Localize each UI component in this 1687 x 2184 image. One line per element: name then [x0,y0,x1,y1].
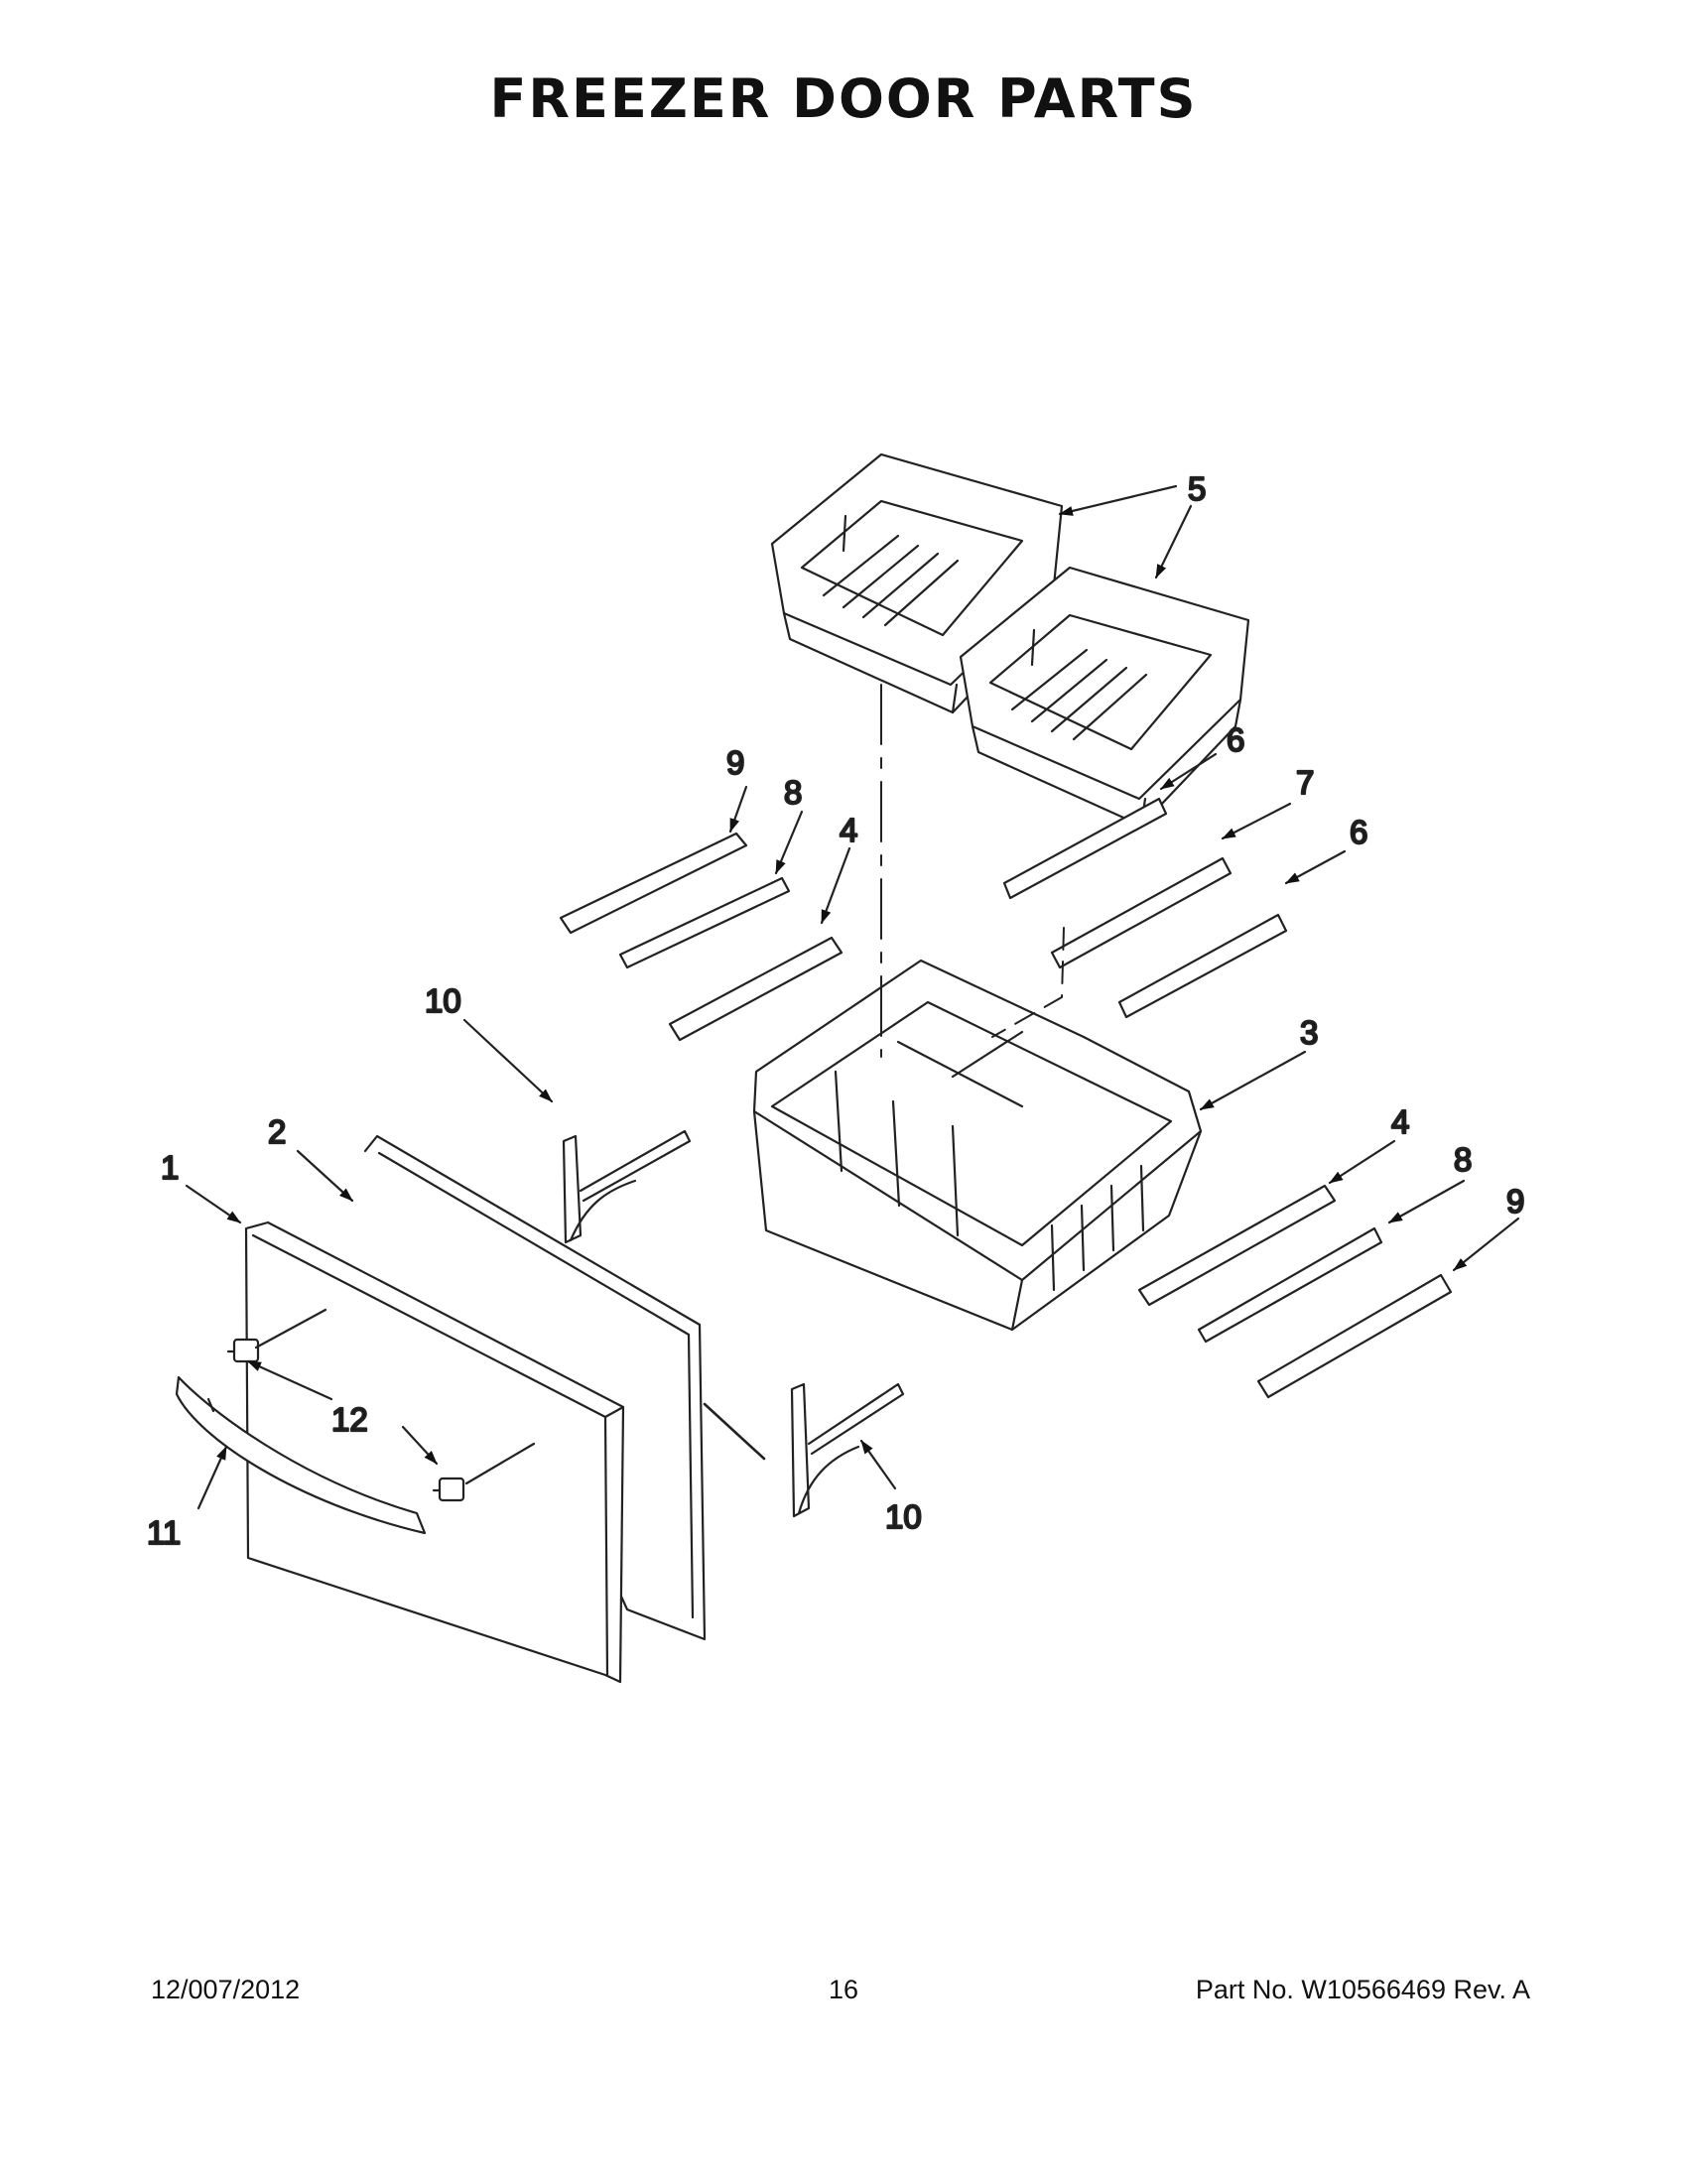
callout-leaders [185,484,1520,1510]
rail-6-lower-right [1117,913,1288,1019]
callout-4-right: 4 [1391,1103,1409,1140]
handle-screw-lower [432,1477,465,1502]
main-freezer-basket [752,959,1203,1332]
callout-4-left: 4 [840,812,857,848]
callout-12: 12 [331,1401,368,1438]
rail-7-right [1050,856,1233,969]
upper-basket-front [959,566,1250,828]
screw-lower-leader [464,1442,536,1485]
callout-1: 1 [161,1149,179,1186]
door-handle [175,1375,427,1535]
page-title: FREEZER DOOR PARTS [489,67,1198,130]
rail-6-upper-right [1002,797,1168,900]
handle-screw-upper [226,1338,260,1363]
assembly-lines [703,684,1065,1461]
callout-10-lower: 10 [885,1498,922,1535]
callout-9-right: 9 [1506,1183,1524,1220]
callout-8-left: 8 [784,774,802,811]
rail-9-right [1256,1273,1453,1399]
footer-page-number: 16 [828,1975,859,2004]
callout-8-right: 8 [1454,1141,1472,1178]
door-bracket-lower [790,1382,905,1518]
callout-3: 3 [1300,1014,1318,1051]
callout-2: 2 [268,1113,286,1150]
footer-date: 12/007/2012 [151,1975,301,2004]
rail-8-left [618,876,791,969]
rail-9-left [559,832,748,935]
rail-4-left [668,936,844,1042]
callout-10-upper: 10 [425,982,461,1019]
callout-7: 7 [1296,764,1314,801]
callout-11: 11 [147,1514,181,1551]
screw-upper-leader [254,1308,327,1349]
callout-9-left: 9 [726,744,744,781]
callout-5: 5 [1188,470,1206,507]
door-bracket-upper [562,1129,692,1244]
callout-6-upper: 6 [1227,721,1244,758]
footer-part-number: Part No. W10566469 Rev. A [1195,1975,1530,2004]
rail-8-right [1197,1226,1383,1344]
rail-4-right [1137,1184,1337,1307]
callout-6-lower: 6 [1350,814,1367,850]
